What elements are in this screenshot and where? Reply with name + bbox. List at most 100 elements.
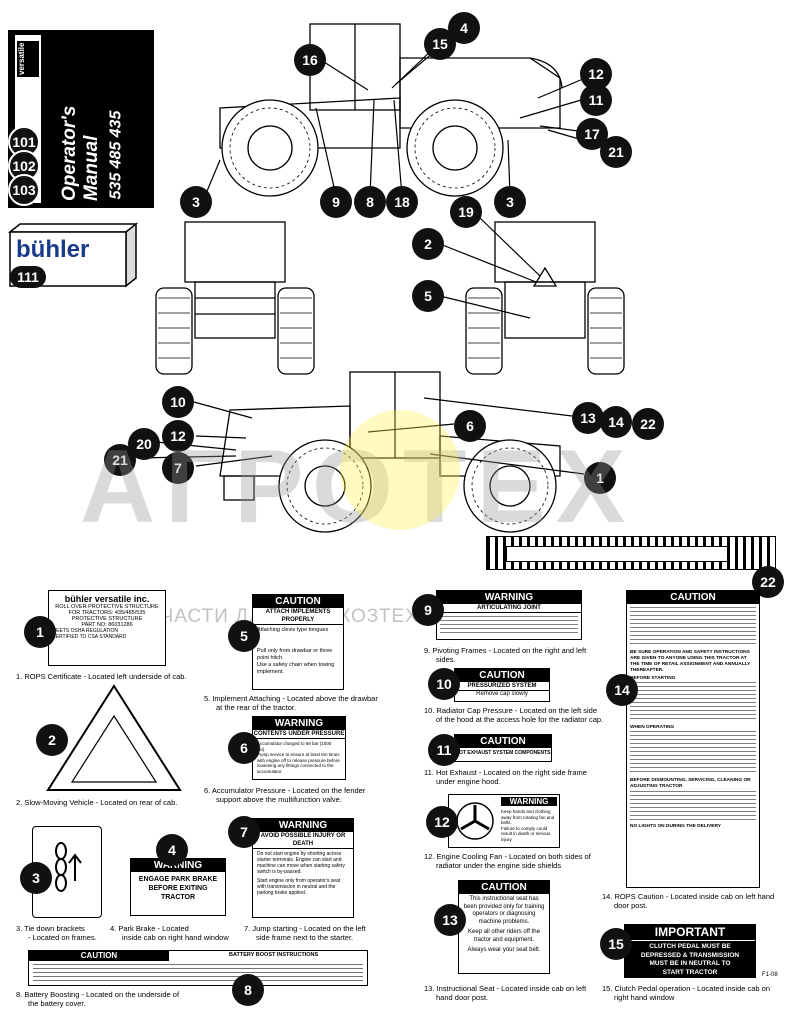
caption-12b: radiator under the engine side shields	[436, 861, 562, 870]
decal-1-line: CERTIFIED TO CSA STANDARD	[52, 634, 127, 640]
decal-9-header: WARNING	[437, 591, 581, 604]
callout-5: 5	[412, 280, 444, 312]
callout-21: 21	[104, 444, 136, 476]
callout-102: 102	[8, 150, 40, 182]
callout-4: 4	[156, 834, 188, 866]
decal-13-instructional-seat: CAUTION This instructional seat has been…	[458, 880, 550, 974]
caption-2: 2. Slow-Moving Vehicle - Located on rear…	[16, 798, 178, 807]
decal-5-line: Attaching clevis type tongues	[257, 627, 329, 633]
decal-5-implement-attaching: CAUTION ATTACH IMPLEMENTS PROPERLY Attac…	[252, 594, 344, 690]
caption-6a: 6. Accumulator Pressure - Located on the…	[204, 786, 366, 795]
decal-11-subheader: HOT EXHAUST SYSTEM COMPONENTS	[455, 750, 551, 756]
buhler-box-drawing	[7, 222, 139, 288]
caption-13a: 13. Instructional Seat - Located inside …	[424, 984, 587, 993]
decal-14-header: CAUTION	[627, 591, 759, 604]
decal-10-subheader: PRESSURIZED SYSTEM	[455, 682, 549, 691]
callout-16: 16	[294, 44, 326, 76]
caption-15b: right hand window	[614, 993, 675, 1002]
caption-5a: 5. Implement Attaching - Located above t…	[204, 694, 378, 703]
leader-lines-rear	[439, 217, 541, 319]
watermark-text: AГРОТEX	[80, 429, 636, 545]
decal-1-line: FOR TRACTORS: 435/485/535	[68, 610, 146, 616]
caption-14b: door post.	[614, 901, 648, 910]
callout-111: 111	[10, 266, 46, 288]
callout-2: 2	[412, 228, 444, 260]
decal-14-fineprint	[630, 731, 756, 775]
decal-6-accumulator: WARNING CONTENTS UNDER PRESSURE Accumula…	[252, 716, 346, 780]
decal-1-line: PROTECTIVE STRUCTURE	[71, 616, 143, 622]
decal-12-line: Failure to comply could result in death …	[501, 825, 551, 842]
decal-7-line: Start engine only from operator's seat w…	[257, 878, 341, 896]
decal-1-line: ROLL OVER PROTECTIVE STRUCTURE	[55, 604, 159, 610]
callout-103: 103	[8, 174, 40, 206]
decal-14-section: BEFORE DISMOUNTING, SERVICING, CLEANING …	[630, 778, 751, 789]
decal-8-header: CAUTION	[29, 951, 169, 961]
callout-13: 13	[572, 402, 604, 434]
decal-15-line: DEPRESSED & TRANSMISSION	[640, 951, 740, 959]
caption-3b: - Located on frames.	[28, 933, 97, 942]
decal-9-fineprint	[440, 616, 578, 634]
callout-7: 7	[162, 452, 194, 484]
decal-10-body: Remove cap slowly	[476, 691, 528, 697]
caption-10b: of the hood at the access hole for the r…	[436, 715, 604, 724]
decal-4-park-brake: WARNING ENGAGE PARK BRAKE BEFORE EXITING…	[130, 858, 226, 916]
callout-10: 10	[162, 386, 194, 418]
tractor-side-view-top	[219, 23, 563, 197]
callout-3: 3	[494, 186, 526, 218]
callout-8: 8	[354, 186, 386, 218]
decal-4-header: WARNING	[131, 859, 225, 872]
decal-15-header: IMPORTANT	[625, 925, 755, 941]
callout-21: 21	[600, 136, 632, 168]
decal-7-line: Do not start engine by shorting across s…	[257, 851, 345, 875]
decal-4-line: BEFORE EXITING	[148, 885, 208, 892]
caption-10a: 10. Radiator Cap Pressure - Located on t…	[424, 706, 598, 715]
decal-13-line: This instructional seat has been provide…	[463, 896, 545, 925]
caption-3a: 3. Tie down brackets	[16, 924, 85, 933]
caption-5b: at the rear of the tractor.	[216, 703, 297, 712]
decal-15-line: START TRACTOR	[662, 968, 718, 976]
callout-14: 14	[606, 674, 638, 706]
decal-12-header: WARNING	[501, 797, 557, 806]
caption-8b: the battery cover.	[28, 999, 86, 1008]
decal-8-battery-boost: CAUTION BATTERY BOOST INSTRUCTIONS	[28, 950, 368, 986]
decal-14-fineprint	[630, 791, 756, 821]
decal-11-hot-exhaust: CAUTION HOT EXHAUST SYSTEM COMPONENTS	[454, 734, 552, 762]
callout-11: 11	[580, 84, 612, 116]
callout-9: 9	[320, 186, 352, 218]
decal-7-jump-starting: WARNING AVOID POSSIBLE INJURY OR DEATH D…	[252, 818, 354, 918]
decal-1-line: PART NO: 86031286	[81, 622, 133, 628]
decal-13-line: Always wear your seat belt.	[467, 947, 541, 953]
decal-14-section: NO LIGHTS ON DURING THE DELIVERY	[630, 824, 721, 829]
caption-7b: side frame next to the starter.	[256, 933, 354, 942]
decal-5-subheader: ATTACH IMPLEMENTS PROPERLY	[253, 608, 343, 625]
callout-12: 12	[580, 58, 612, 90]
caption-13b: hand door post.	[436, 993, 489, 1002]
decal-5-line: Use a safety chain when towing implement…	[257, 662, 335, 675]
decal-4-body: ENGAGE PARK BRAKE BEFORE EXITING TRACTOR	[131, 875, 225, 902]
callout-1: 1	[24, 616, 56, 648]
callout-22: 22	[632, 408, 664, 440]
decal-10-header: CAUTION	[455, 669, 549, 682]
decal-14-section: BEFORE STARTING	[630, 676, 676, 681]
decal-14-fineprint-top	[630, 607, 756, 647]
tractor-front-view	[155, 221, 315, 375]
callout-2: 2	[36, 724, 68, 756]
tractor-side-view-middle	[219, 371, 561, 533]
decal-15-line: CLUTCH PEDAL MUST BE	[649, 943, 731, 950]
buhler-logo: bühler	[16, 236, 90, 263]
decal-4-line: ENGAGE PARK BRAKE	[138, 876, 218, 883]
caption-1: 1. ROPS Certificate - Located left under…	[16, 672, 187, 681]
decal-7-body: Do not start engine by shorting across s…	[253, 849, 353, 898]
callout-1: 1	[584, 462, 616, 494]
fan-icon	[456, 802, 494, 840]
decal-12-line: Keep hands and clothing away from rotati…	[501, 809, 555, 825]
callout-13: 13	[434, 904, 466, 936]
decal-9-articulating-joint: WARNING ARTICULATING JOINT	[436, 590, 582, 640]
callout-6: 6	[454, 410, 486, 442]
callout-11: 11	[428, 734, 460, 766]
callout-10: 10	[428, 668, 460, 700]
callout-17: 17	[576, 118, 608, 150]
caption-11a: 11. Hot Exhaust - Located on the right s…	[424, 768, 587, 777]
decal-12-cooling-fan: WARNING Keep hands and clothing away fro…	[448, 794, 560, 848]
decal-1-brand: bühler versatile inc.	[64, 594, 150, 604]
